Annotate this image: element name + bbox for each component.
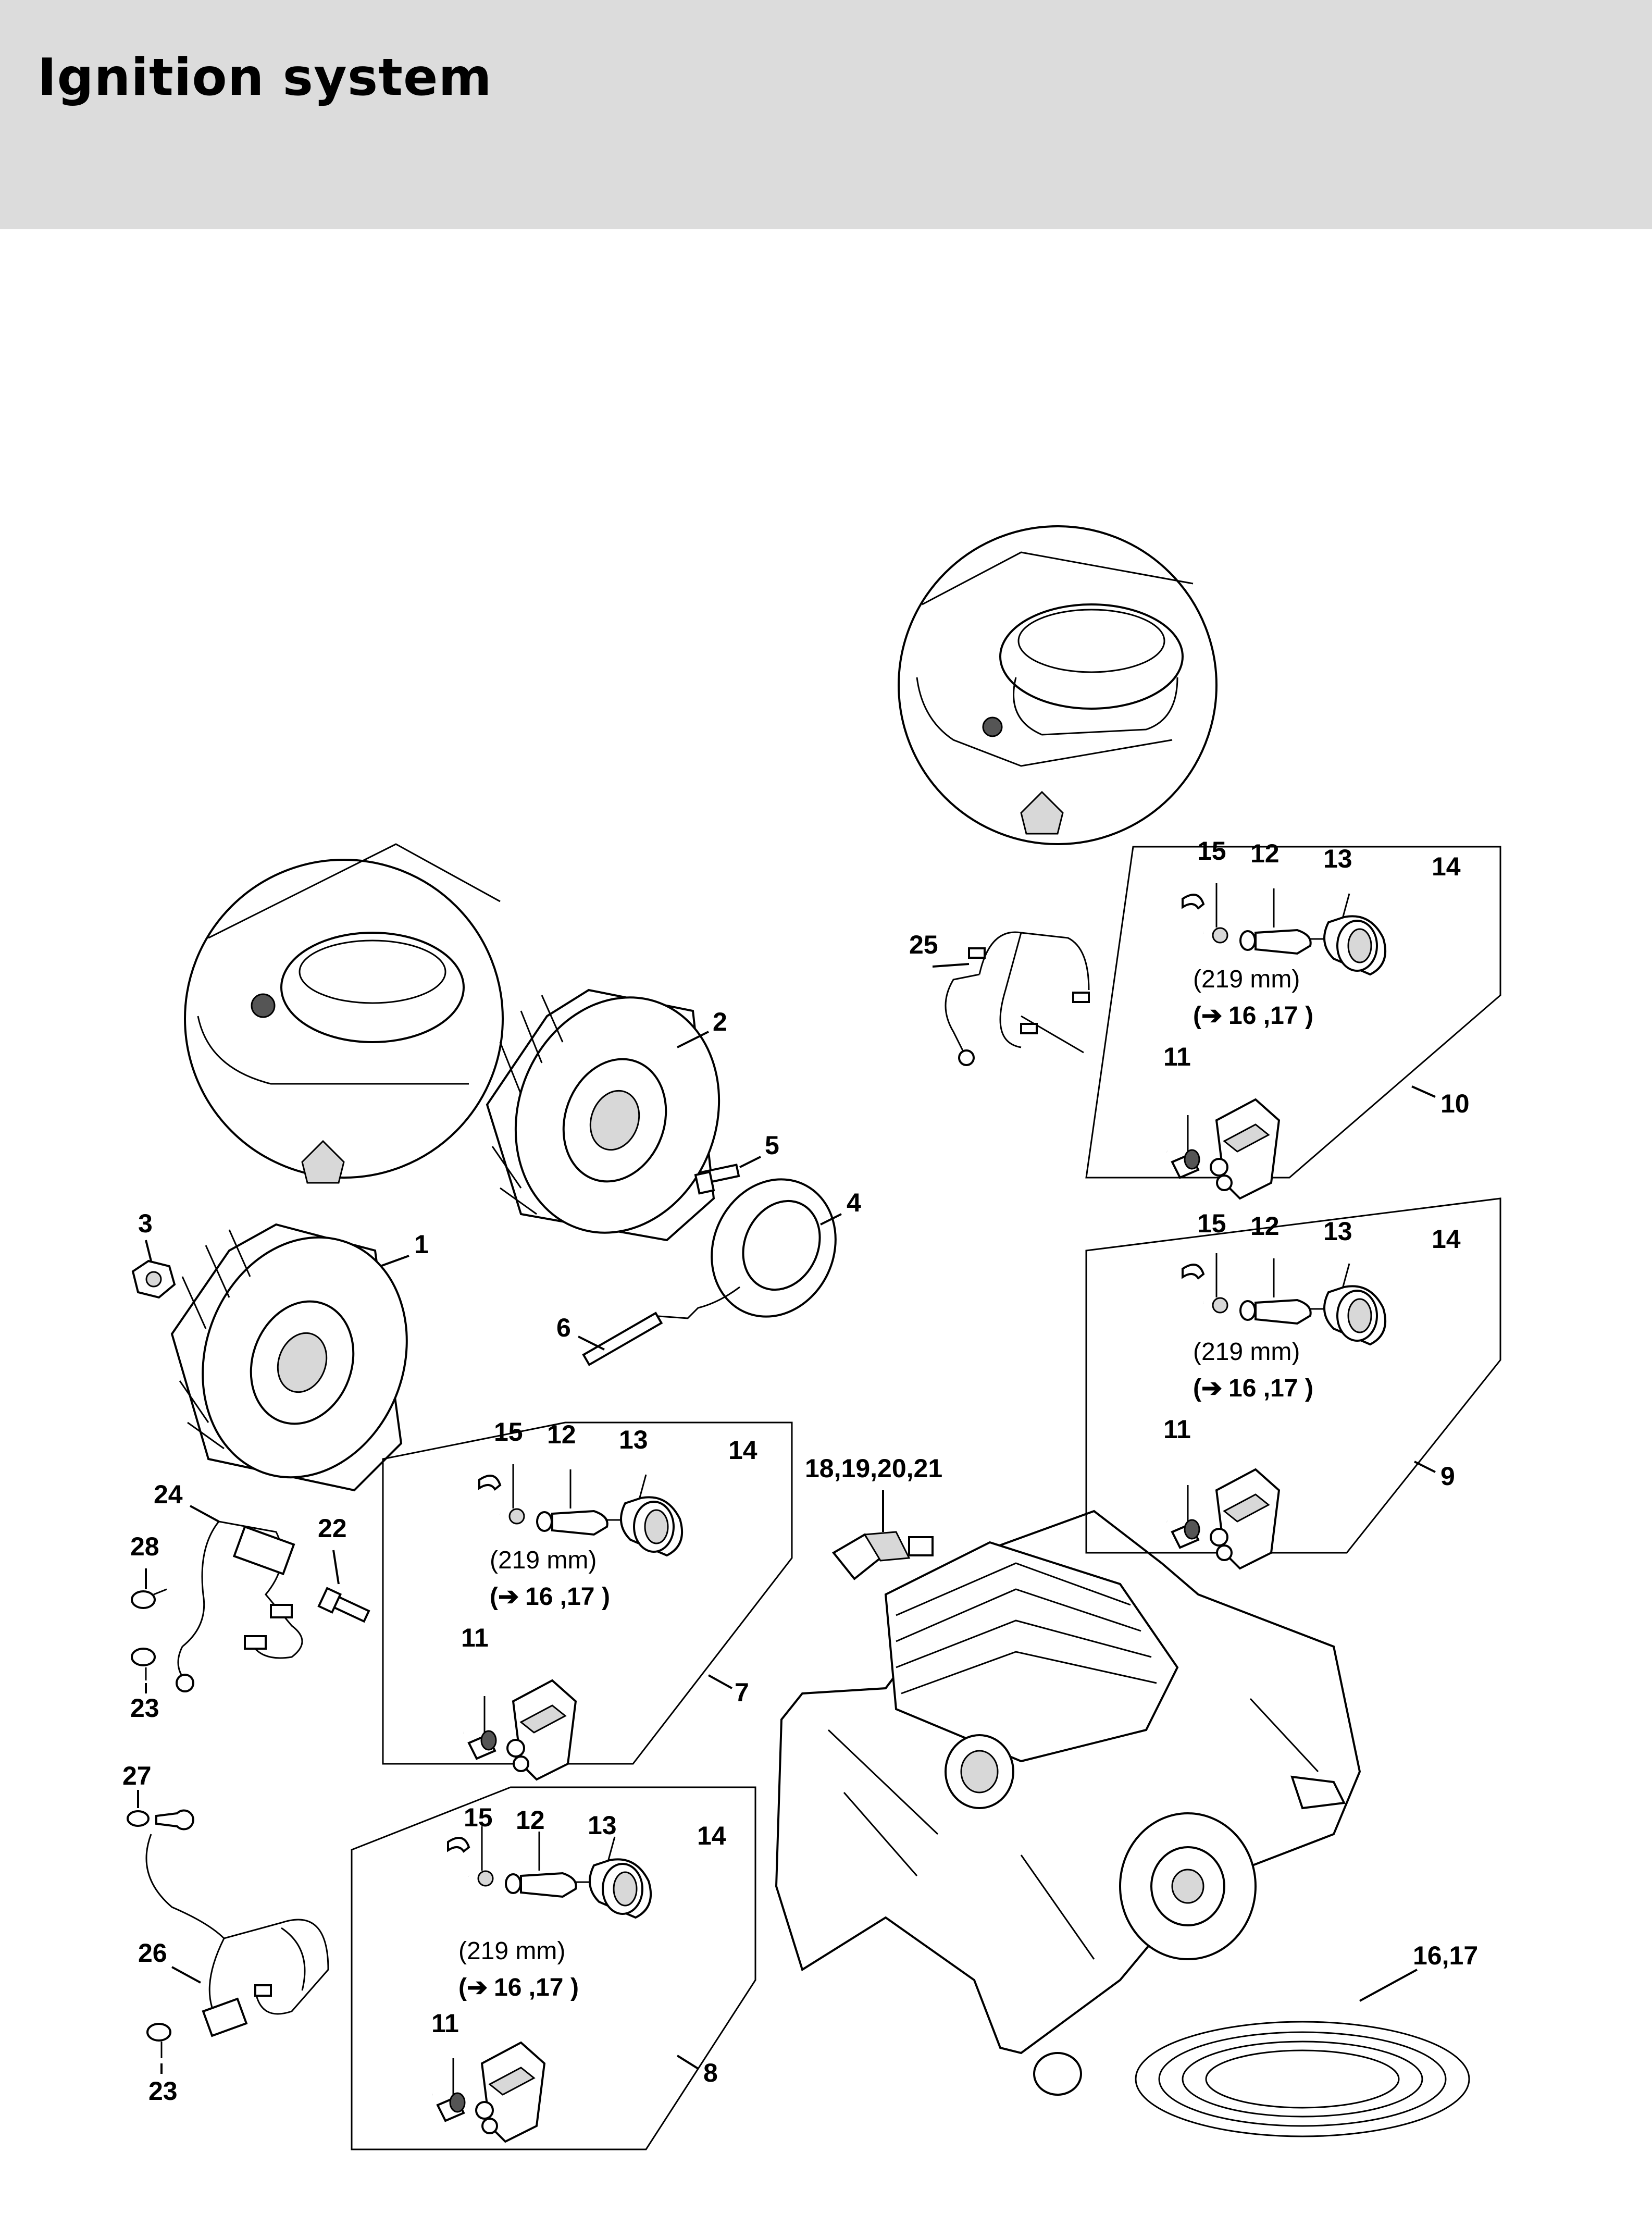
kit-8-part-15: 15: [464, 1803, 493, 1832]
callout-2: 2: [713, 1007, 727, 1036]
callout-3: 3: [138, 1209, 153, 1238]
svg-text:): ): [602, 1583, 610, 1611]
nut-3: [131, 1259, 176, 1299]
kit-7-part-11: 11: [461, 1623, 489, 1652]
kit-9-part-11: 11: [1163, 1415, 1191, 1444]
svg-text:(➔: (➔: [1193, 1002, 1222, 1030]
tube-roll-16-17: [1135, 2021, 1470, 2137]
callout-24: 24: [154, 1480, 183, 1509]
kit-7-part-13: 13: [619, 1425, 648, 1454]
kit-10-part-11: 11: [1163, 1042, 1191, 1071]
svg-text:(➔: (➔: [1193, 1375, 1222, 1402]
svg-text:): ): [570, 1974, 579, 2001]
kit-9-ref: 16 ,17: [1228, 1375, 1298, 1402]
kit-10-ref: 16 ,17: [1228, 1002, 1298, 1030]
detail-circle-left: [184, 843, 504, 1184]
spark-plug-18-21: [831, 1531, 934, 1580]
kit-7: [382, 1421, 793, 1779]
kit-10-part-14: 14: [1432, 852, 1461, 881]
callout-5: 5: [765, 1131, 779, 1160]
kit-7-labels: 15 12 13 14 (219 mm) (➔ 16 ,17 ) 11: [461, 1417, 757, 1652]
screw-23a: [131, 1648, 156, 1680]
pin-6: [582, 1312, 663, 1366]
callout-10: 10: [1440, 1089, 1470, 1118]
kit-8-part-13: 13: [588, 1811, 617, 1840]
kit-9-labels: 15 12 13 14 (219 mm) (➔ 16 ,17 ) 11: [1163, 1209, 1461, 1444]
callout-23b: 23: [148, 2076, 178, 2106]
kit-7-part-14: 14: [728, 1436, 757, 1465]
leader-lines: [137, 963, 1436, 2074]
page-title: Ignition system: [38, 48, 492, 107]
kit-9-part-14: 14: [1432, 1225, 1461, 1254]
kit-10: [1085, 846, 1501, 1198]
callout-23a: 23: [130, 1693, 159, 1723]
kit-10-labels: 15 12 13 14 (219 mm) (➔ 16 ,17 ) 11: [1163, 836, 1461, 1071]
callout-16-17: 16,17: [1413, 1941, 1478, 1970]
callout-28: 28: [130, 1532, 159, 1561]
harness-24: [176, 1520, 303, 1692]
kit-7-length: (219 mm): [490, 1547, 597, 1574]
callout-26: 26: [138, 1938, 167, 1968]
callout-27: 27: [122, 1761, 152, 1790]
callout-1: 1: [414, 1230, 429, 1259]
svg-text:): ): [1305, 1375, 1313, 1402]
callout-6: 6: [556, 1313, 571, 1342]
kit-8-part-14: 14: [697, 1821, 726, 1850]
callout-4: 4: [847, 1188, 861, 1217]
svg-text:(➔: (➔: [490, 1583, 519, 1611]
callout-22: 22: [318, 1514, 347, 1543]
kit-8-labels: 15 12 13 14 (219 mm) (➔ 16 ,17 ) 11: [431, 1803, 726, 2038]
harness-26: [127, 1809, 329, 2058]
flywheel-2: [486, 988, 721, 1242]
callout-25: 25: [909, 930, 938, 959]
engine-crankcase: [775, 1510, 1361, 2096]
callout-9: 9: [1440, 1462, 1455, 1491]
detail-circle-top: [898, 525, 1218, 845]
callout-18-21: 18,19,20,21: [805, 1454, 942, 1483]
kit-9-part-12: 12: [1250, 1211, 1280, 1241]
svg-text:(➔: (➔: [458, 1974, 488, 2001]
kit-8-part-12: 12: [516, 1805, 545, 1835]
kit-10-part-12: 12: [1250, 839, 1280, 868]
kit-9-length: (219 mm): [1193, 1338, 1300, 1366]
kit-8-ref: 16 ,17: [494, 1974, 563, 2001]
screw-22: [317, 1587, 370, 1623]
kit-8-length: (219 mm): [458, 1937, 565, 1965]
flywheel-1: [170, 1223, 408, 1492]
callout-7: 7: [735, 1678, 749, 1707]
kit-7-part-15: 15: [494, 1417, 523, 1446]
kit-9-part-13: 13: [1323, 1217, 1352, 1246]
kit-9-part-15: 15: [1197, 1209, 1226, 1238]
harness-25: [945, 931, 1090, 1066]
kit-8: [351, 1786, 756, 2150]
header-bar: Ignition system: [0, 0, 1652, 229]
kit-8-part-11: 11: [431, 2009, 459, 2038]
kit-7-part-12: 12: [547, 1420, 576, 1449]
kit-10-length: (219 mm): [1193, 966, 1300, 993]
screw-28: [131, 1588, 167, 1609]
stator-4: [651, 1178, 837, 1319]
svg-text:): ): [1305, 1002, 1313, 1030]
kit-9: [1085, 1197, 1501, 1568]
kit-10-part-13: 13: [1323, 844, 1352, 873]
screw-5: [694, 1164, 740, 1195]
kit-7-ref: 16 ,17: [525, 1583, 594, 1611]
callout-8: 8: [703, 2058, 718, 2087]
kit-10-part-15: 15: [1197, 836, 1226, 865]
